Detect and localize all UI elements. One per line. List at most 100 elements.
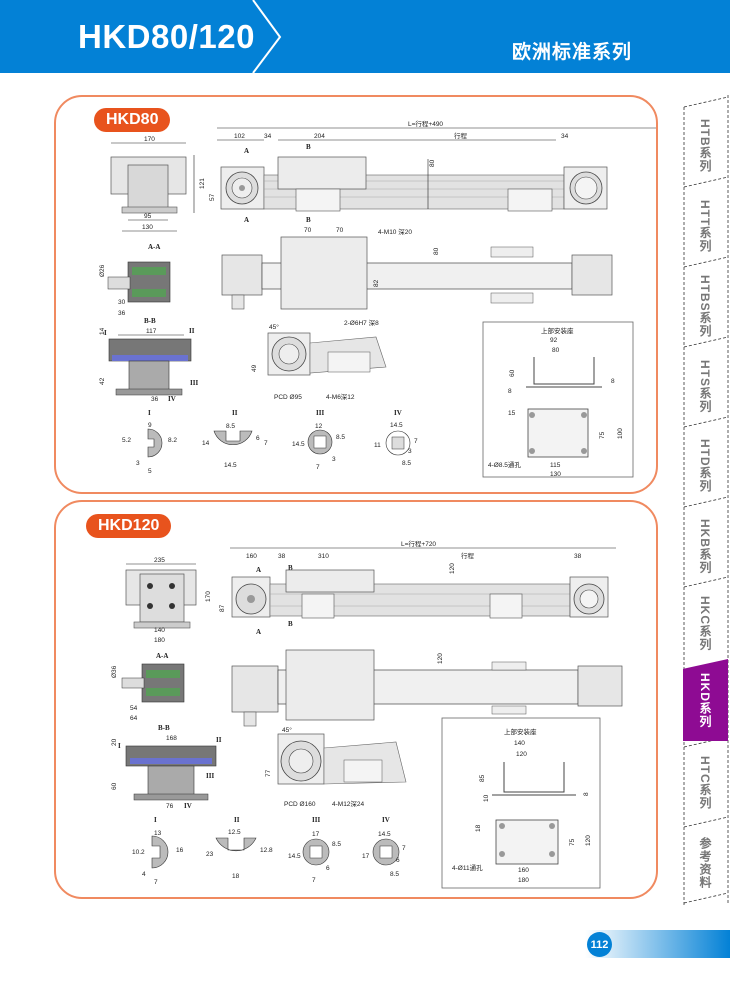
svg-text:III: III: [206, 772, 214, 780]
hkd80-slot-details: I 9 5.2 8.2 3 5 II 8.5 14 6 7 14.5 III: [122, 409, 418, 475]
svg-text:8: 8: [583, 792, 590, 796]
page-number: 112: [587, 932, 612, 957]
svg-text:6: 6: [326, 865, 330, 872]
svg-text:8.5: 8.5: [336, 434, 345, 441]
tab-htc[interactable]: HTC系列: [683, 747, 728, 819]
tab-hts[interactable]: HTS系列: [683, 347, 728, 425]
chevron-divider-icon: [252, 0, 282, 73]
svg-text:B: B: [306, 143, 311, 151]
svg-text:A-A: A-A: [156, 652, 168, 660]
svg-text:54: 54: [130, 705, 138, 712]
svg-text:77: 77: [265, 769, 272, 777]
svg-text:34: 34: [264, 133, 272, 140]
svg-text:14.5: 14.5: [292, 441, 305, 448]
tab-label: HTC系列: [698, 756, 712, 810]
tab-htb[interactable]: HTB系列: [683, 107, 728, 185]
hkd120-slot-details: I 13 10.2 16 4 7 II 12.5 23 12.8 18 III: [132, 816, 406, 886]
svg-text:上部安装座: 上部安装座: [541, 326, 574, 335]
svg-text:87: 87: [219, 604, 226, 612]
svg-text:I: I: [118, 742, 121, 750]
hkd120-section-bb: B-B 168 20 60 76 I II III IV: [111, 724, 222, 810]
svg-text:14.5: 14.5: [288, 853, 301, 860]
svg-text:4-M6深12: 4-M6深12: [326, 392, 355, 401]
hkd120-panel: HKD120 235 170 140 180 L=行程+720 160 38 3…: [54, 500, 658, 899]
svg-text:7: 7: [402, 845, 406, 852]
svg-text:7: 7: [264, 440, 268, 447]
svg-text:5: 5: [148, 468, 152, 475]
svg-text:130: 130: [550, 471, 561, 478]
tab-htd[interactable]: HTD系列: [683, 427, 728, 505]
svg-text:160: 160: [518, 867, 529, 874]
svg-text:180: 180: [518, 877, 529, 884]
svg-text:12: 12: [315, 423, 323, 430]
svg-text:120: 120: [449, 563, 456, 574]
hkd80-panel: HKD80 170 121 95 130 L=行程+490 102 34 204: [54, 95, 658, 494]
svg-text:60: 60: [509, 369, 516, 377]
svg-text:A: A: [244, 216, 249, 224]
svg-text:8: 8: [611, 378, 615, 385]
svg-text:IV: IV: [184, 802, 192, 810]
svg-text:13: 13: [154, 830, 162, 837]
svg-text:III: III: [316, 409, 324, 417]
slot-detail: IV 14.5 11 7 3 8.5: [374, 409, 418, 467]
svg-text:A: A: [244, 147, 249, 155]
hkd80-section-aa: A-A Ø26 30 36: [99, 243, 171, 317]
svg-text:7: 7: [316, 464, 320, 471]
hkd80-section-bb: B-B 117 14 42 36 I II III IV: [99, 317, 198, 403]
svg-text:30: 30: [118, 299, 126, 306]
svg-text:II: II: [216, 736, 222, 744]
tab-hkc[interactable]: HKC系列: [683, 587, 728, 659]
hkd80-top-view: 70 70 4-M10 深20 82 80 2-Ø6H7 深8: [221, 227, 613, 327]
tab-label: HTT系列: [698, 199, 712, 253]
tab-label: HTBS系列: [698, 274, 712, 338]
svg-text:38: 38: [574, 553, 582, 560]
svg-text:B: B: [288, 620, 293, 628]
svg-text:7: 7: [414, 438, 418, 445]
series-label: 欧洲标准系列: [512, 42, 633, 63]
svg-text:18: 18: [475, 824, 482, 832]
svg-text:4-M12深24: 4-M12深24: [332, 799, 365, 808]
svg-text:8.5: 8.5: [226, 423, 235, 430]
svg-text:3: 3: [408, 448, 412, 455]
hkd120-section-aa: A-A Ø36 54 64: [111, 652, 185, 722]
svg-text:14.5: 14.5: [224, 462, 237, 469]
svg-text:18: 18: [232, 873, 240, 880]
tab-htbs[interactable]: HTBS系列: [683, 267, 728, 345]
tab-hkb[interactable]: HKB系列: [683, 507, 728, 585]
svg-text:170: 170: [205, 591, 212, 602]
svg-text:L=行程+720: L=行程+720: [401, 539, 436, 548]
hkd120-drawing: 235 170 140 180 L=行程+720 160 38 310 行程 3…: [111, 539, 623, 889]
svg-text:80: 80: [433, 247, 440, 255]
svg-text:36: 36: [118, 310, 126, 317]
tab-reference[interactable]: 参考资料: [683, 827, 728, 899]
svg-text:II: II: [189, 327, 195, 335]
svg-text:120: 120: [437, 653, 444, 664]
svg-text:7: 7: [312, 877, 316, 884]
hkd120-side-view: L=行程+720 160 38 310 行程 38 A A B B 120 87: [219, 539, 616, 636]
svg-text:42: 42: [99, 377, 106, 385]
svg-text:IV: IV: [382, 816, 390, 824]
tab-hkd[interactable]: HKD系列: [683, 659, 728, 741]
hkd80-side-view: L=行程+490 102 34 204 行程 34 A A B B: [209, 119, 656, 224]
tab-htt[interactable]: HTT系列: [683, 187, 728, 265]
slot-detail: III 12 14.5 8.5 3 7: [292, 409, 345, 471]
svg-text:140: 140: [154, 627, 165, 634]
svg-text:6: 6: [396, 857, 400, 864]
slot-detail: II 8.5 14 6 7 14.5: [202, 409, 268, 469]
svg-text:70: 70: [336, 227, 344, 234]
svg-text:117: 117: [146, 328, 157, 335]
svg-text:70: 70: [304, 227, 312, 234]
hkd120-mount-detail: 上部安装座 140 120 85 10 8 18 75 120 4-Ø11通孔 …: [441, 717, 601, 889]
svg-text:5.2: 5.2: [122, 437, 131, 444]
svg-text:8: 8: [508, 388, 512, 395]
svg-text:6: 6: [256, 435, 260, 442]
slot-detail: I 9 5.2 8.2 3 5: [122, 409, 177, 475]
svg-text:A: A: [256, 566, 261, 574]
svg-text:45°: 45°: [282, 726, 292, 734]
svg-text:上部安装座: 上部安装座: [504, 727, 537, 736]
svg-text:11: 11: [374, 442, 381, 449]
svg-text:PCD Ø160: PCD Ø160: [284, 801, 316, 808]
svg-text:L=行程+490: L=行程+490: [408, 119, 443, 128]
svg-text:12.8: 12.8: [260, 847, 273, 854]
svg-text:12.5: 12.5: [228, 829, 241, 836]
